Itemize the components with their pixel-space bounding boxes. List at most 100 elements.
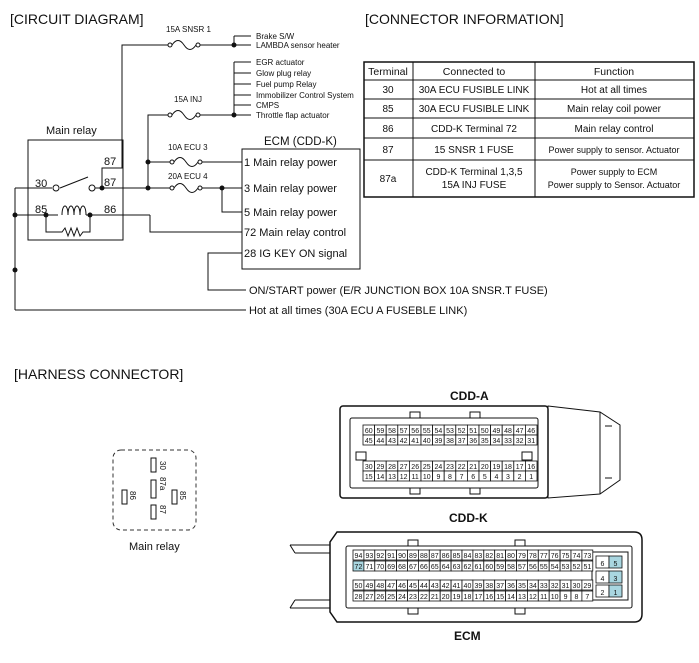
pin-number: 89 — [409, 553, 417, 560]
load-brake-sw: Brake S/W — [256, 32, 295, 41]
fuse-ecu3 — [169, 157, 203, 167]
pin-number: 87 — [431, 553, 439, 560]
fuse-label-ecu4: 20A ECU 4 — [168, 172, 208, 181]
pin-number: 54 — [435, 428, 443, 435]
pin-cell — [608, 555, 623, 569]
junction-dots — [12, 42, 237, 273]
pin-number: 79 — [518, 553, 526, 560]
pin-number: 56 — [529, 564, 537, 571]
pin-number: 51 — [469, 428, 477, 435]
pin-cell — [581, 549, 594, 561]
ecm-pin-28: 28 IG KEY ON signal — [244, 248, 347, 260]
pin-number: 25 — [387, 594, 395, 601]
fuse-ecu4 — [169, 183, 203, 193]
pin-number: 8 — [448, 474, 452, 481]
pin-number: 27 — [365, 594, 373, 601]
cdd-a-title: CDD-A — [450, 389, 489, 403]
pin-number: 9 — [436, 474, 440, 481]
pin-number: 6 — [471, 474, 475, 481]
table-header-function: Function — [594, 66, 634, 78]
pin-number: 59 — [496, 564, 504, 571]
pin-number: 26 — [376, 594, 384, 601]
ecm-caption: ECM — [454, 629, 481, 643]
pin-number: 9 — [564, 594, 568, 601]
pin-number: 5 — [483, 474, 487, 481]
pin-number: 23 — [409, 594, 417, 601]
pin-number: 85 — [453, 553, 461, 560]
pin-number: 44 — [420, 583, 428, 590]
main-relay-title: Main relay — [46, 125, 97, 137]
relay-pin-87-bottom: 87 — [104, 177, 116, 189]
pin-number: 46 — [398, 583, 406, 590]
relay-pin-label-85: 85 — [178, 491, 187, 500]
pin-cell — [525, 470, 538, 482]
pin-number: 78 — [529, 553, 537, 560]
table-row-connected: 30A ECU FUSIBLE LINK — [419, 85, 530, 96]
pin-number: 21 — [431, 594, 439, 601]
pin-number: 13 — [518, 594, 526, 601]
pin-cell — [581, 579, 594, 591]
pin-number: 34 — [493, 438, 501, 445]
pin-number: 28 — [355, 594, 363, 601]
pin-number: 84 — [464, 553, 472, 560]
pin-number: 51 — [583, 564, 591, 571]
load-glow: Glow plug relay — [256, 69, 311, 78]
pin-number: 42 — [442, 583, 450, 590]
ecm-pin-5: 5 Main relay power — [244, 207, 337, 219]
pin-number: 12 — [400, 474, 408, 481]
pin-number: 49 — [493, 428, 501, 435]
pin-number: 93 — [365, 553, 373, 560]
cdd-k-connector — [289, 531, 643, 623]
connector-info-title: [CONNECTOR INFORMATION] — [365, 11, 564, 27]
pin-number: 3 — [614, 576, 618, 583]
pin-number: 69 — [387, 564, 395, 571]
pin-number: 37 — [496, 583, 504, 590]
pin-number: 23 — [446, 464, 454, 471]
pin-number: 86 — [442, 553, 450, 560]
fuse-snsr1 — [167, 40, 201, 50]
table-row-function: Power supply to Sensor. Actuator — [548, 180, 681, 190]
fuse-label-snsr1: 15A SNSR 1 — [166, 25, 211, 34]
pin-number: 18 — [464, 594, 472, 601]
load-egr: EGR actuator — [256, 58, 305, 67]
pin-number: 52 — [573, 564, 581, 571]
fuse-label-ecu3: 10A ECU 3 — [168, 143, 208, 152]
pin-number: 91 — [387, 553, 395, 560]
pin-number: 12 — [529, 594, 537, 601]
on-start-power-label: ON/START power (E/R JUNCTION BOX 10A SNS… — [249, 285, 548, 297]
table-row-terminal: 85 — [382, 104, 394, 115]
harness-connector-title: [HARNESS CONNECTOR] — [14, 366, 183, 382]
pin-number: 33 — [540, 583, 548, 590]
pin-number: 19 — [493, 464, 501, 471]
pin-number: 31 — [562, 583, 570, 590]
pin-number: 68 — [398, 564, 406, 571]
pin-number: 18 — [504, 464, 512, 471]
pin-number: 4 — [494, 474, 498, 481]
pin-number: 60 — [365, 428, 373, 435]
pin-number: 38 — [485, 583, 493, 590]
pin-number: 34 — [529, 583, 537, 590]
pin-number: 52 — [458, 428, 466, 435]
pin-number: 14 — [377, 474, 385, 481]
pin-number: 15 — [496, 594, 504, 601]
pin-number: 21 — [469, 464, 477, 471]
relay-pin-label-87a: 87a — [158, 477, 167, 491]
pin-number: 14 — [507, 594, 515, 601]
cdd-a-connector — [339, 405, 621, 499]
pin-number: 61 — [474, 564, 482, 571]
main-relay-box — [27, 139, 124, 241]
pin-number: 16 — [527, 464, 535, 471]
pin-number: 4 — [601, 576, 605, 583]
pin-number: 49 — [365, 583, 373, 590]
load-throttle: Throttle flap actuator — [256, 111, 330, 120]
pin-number: 11 — [412, 474, 419, 481]
pin-number: 39 — [474, 583, 482, 590]
pin-number: 28 — [388, 464, 396, 471]
table-row-function: Main relay control — [575, 124, 654, 135]
pin-number: 40 — [464, 583, 472, 590]
pin-number: 90 — [398, 553, 406, 560]
connector-info-table: Terminal Connected to Function 30 30A EC… — [363, 61, 695, 198]
